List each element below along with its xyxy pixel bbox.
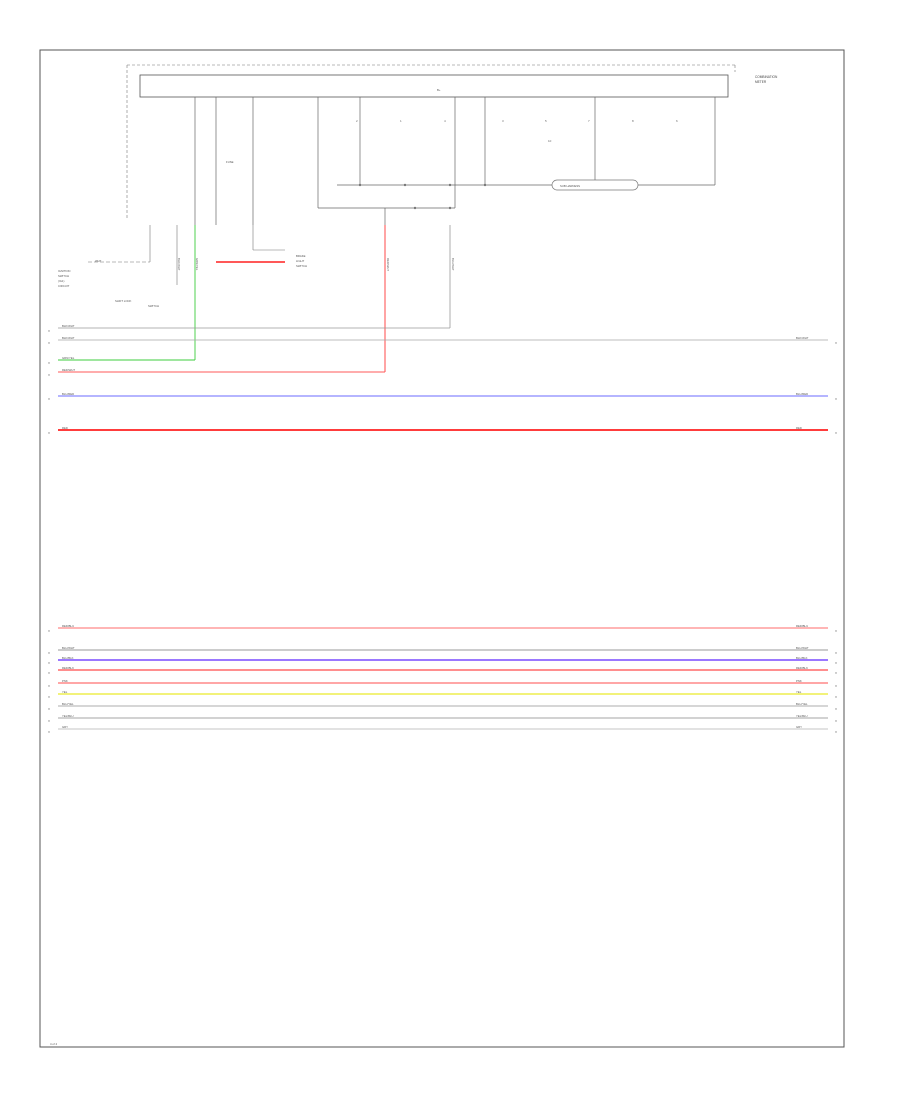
bus-terminal-right [835,630,837,632]
mid-component-line3: SWITCH [296,264,307,268]
bus-label-left: RED/WHT [62,368,75,372]
mid-component-line2: LIGHT [296,259,305,263]
bus-label-left: BLK/WHT [62,336,75,340]
bus-terminal-right [835,708,837,710]
sub-harness-box [551,179,639,191]
shift-switch-line1: SHIFT LOCK [115,299,132,303]
bus-terminal-right [835,720,837,722]
bus-terminal-right [835,696,837,698]
mid-component-line1: BRAKE [296,254,306,258]
bus-label-left: GRY [62,725,68,729]
bus-label-right: BLU/WHT [796,646,809,650]
bus-label-right: RED [796,426,802,430]
svg-text:3: 3 [502,119,504,123]
module-label-line2: METER [755,80,767,84]
shift-switch-line2: SWITCH [148,304,159,308]
connector-ids: 2 1 4 3 5 7 8 6 10 [356,119,678,143]
vwire-label-3: RED/WHT [386,258,390,271]
bus-terminal-left [48,398,50,400]
left-component-line2: SWITCH [58,274,69,278]
bus-terminal-left [48,432,50,434]
bus-terminal-right [835,685,837,687]
bus-label-left: BLU/YEL [62,702,74,706]
module-label-line1: COMBINATION [755,75,778,79]
bus-terminal-right [835,398,837,400]
svg-text:7: 7 [588,119,590,123]
bus-label-right: BLK/WHT [796,336,809,340]
svg-text:1: 1 [400,119,402,123]
bus-label-left: RED/BLU [62,624,74,628]
bus-label-left: BLU/RED [62,392,74,396]
left-component-line3: (IG1) [58,279,64,283]
vwire-label-1: BLK/WHT [177,258,181,271]
bus-terminal-left [48,720,50,722]
bus-label-left: GRN/YEL [62,356,75,360]
bus-terminal-right [835,342,837,344]
vwire-label-2: GRN/YEL [195,258,199,271]
bus-terminal-left [48,731,50,733]
bus-terminal-left [48,652,50,654]
vertical-wires: BLK/WHT GRN/YEL RED/WHT BLU/WHT [176,225,455,372]
bus-terminal-right [835,432,837,434]
bus-label-right: BLU/BLK [796,656,808,660]
bus-lines: BLK/WHT BLK/WHT BLK/WHT GRN/YEL RED/WHT BLU/R… [48,324,837,733]
bus-label-left: YEL/BLU [62,714,74,718]
bus-terminal-right [835,672,837,674]
svg-text:5: 5 [545,119,547,123]
bus-label-right: BLU/YEL [796,702,808,706]
svg-text:8: 8 [632,119,634,123]
bus-label-left: BLK/WHT [62,324,75,328]
bus-label-right: RED/BLK [796,666,808,670]
bus-label-left: YEL [62,690,68,694]
bus-label-left: BLU/BLK [62,656,74,660]
bus-label-left: RED [62,426,68,430]
bus-label-right: YEL/BLU [796,714,808,718]
bus-terminal-left [48,672,50,674]
bus-terminal-left [48,342,50,344]
bus-terminal-right [835,662,837,664]
svg-text:4: 4 [444,119,446,123]
svg-text:2: 2 [356,119,358,123]
svg-text:6: 6 [676,119,678,123]
fuse-label: FUSE [226,160,234,164]
vwire-label-4: BLU/WHT [451,258,455,271]
bus-label-left: RED/BLK [62,666,74,670]
left-wire-label: WHT [95,259,102,263]
left-component: IGNITION SWITCH (IG1) CIRCUIT WHT SHIFT … [58,225,159,308]
bus-terminal-left [48,630,50,632]
sub-harness-label: SUB HARNESS [560,184,580,188]
bus-label-left: PNK [62,679,68,683]
mid-component: BRAKE LIGHT SWITCH [216,225,307,268]
bus-label-right: YEL [796,690,802,694]
bus-terminal-left [48,362,50,364]
main-bus-block [139,74,729,98]
svg-text:10: 10 [548,139,552,143]
page-border [39,49,845,1048]
bus-terminal-left [48,330,50,332]
bus-terminal-left [48,662,50,664]
bus-terminal-left [48,685,50,687]
bus-label-right: BLU/RED [796,392,808,396]
inner-circuit [194,97,716,225]
bus-label-left: BLU/WHT [62,646,75,650]
left-component-line4: CIRCUIT [58,284,70,288]
page-id: 4 of 4 [50,1042,57,1046]
bus-label-right: GRY [796,725,802,729]
bus-terminal-left [48,708,50,710]
bus-label-right: PNK [796,679,802,683]
bus-terminal-right [835,652,837,654]
bus-label-right: RED/BLU [796,624,808,628]
left-component-line1: IGNITION [58,269,70,273]
bus-terminal-left [48,374,50,376]
main-bus-label: B+ [437,88,441,92]
bus-terminal-left [48,696,50,698]
combination-meter-module: COMBINATION METER B+ 2 1 4 3 5 7 8 [126,64,778,225]
bus-terminal-right [835,731,837,733]
